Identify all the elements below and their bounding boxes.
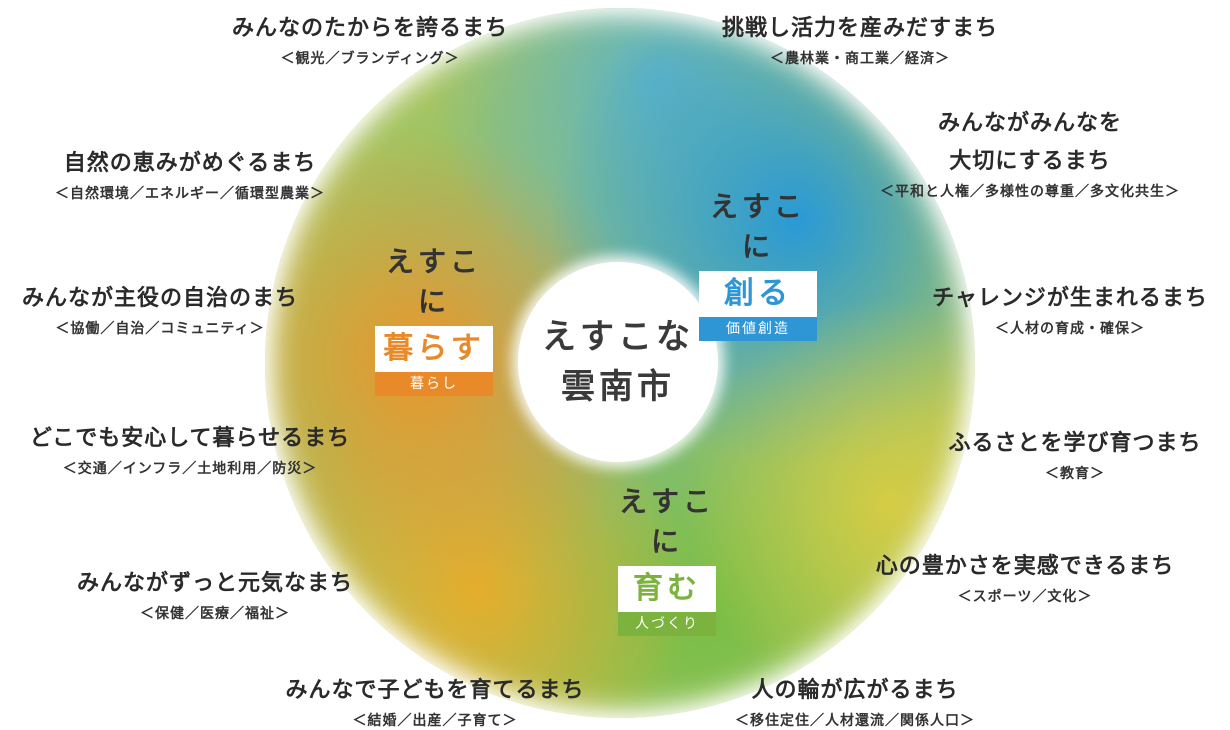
goal-subtitle: ＜観光／ブランディング＞ xyxy=(280,51,460,67)
goal-respect-everyone: みんながみんなを 大切にするまち ＜平和と人権／多様性の尊重／多文化共生＞ xyxy=(845,105,1215,201)
goal-subtitle: ＜移住定住／人材還流／関係人口＞ xyxy=(735,713,975,729)
goal-treasure: みんなのたからを誇るまち ＜観光／ブランディング＞ xyxy=(210,10,530,68)
goal-title: チャレンジが生まれるまち xyxy=(932,286,1208,311)
goal-subtitle: ＜人材の育成・確保＞ xyxy=(995,321,1145,337)
goal-subtitle: ＜スポーツ／文化＞ xyxy=(957,589,1093,605)
goal-subtitle: ＜協働／自治／コミュニティ＞ xyxy=(55,321,265,337)
goal-subtitle: ＜教育＞ xyxy=(1045,466,1105,482)
goal-challenge-vitality: 挑戦し活力を産みだすまち ＜農林業・商工業／経済＞ xyxy=(700,10,1020,68)
goal-health: みんながずっと元気なまち ＜保健／医療／福祉＞ xyxy=(55,565,375,623)
pillar-hagukumu-prefix: えすこに xyxy=(618,485,715,558)
pillar-hagukumu-subtitle: 人づくり xyxy=(618,612,716,636)
goal-subtitle: ＜結婚／出産／子育て＞ xyxy=(352,713,518,729)
goal-education: ふるさとを学び育つまち ＜教育＞ xyxy=(945,425,1205,483)
goal-title: みんなで子どもを育てるまち xyxy=(285,678,585,703)
goal-nature: 自然の恵みがめぐるまち ＜自然環境／エネルギー／循環型農業＞ xyxy=(10,145,370,203)
goal-title: みんながずっと元気なまち xyxy=(76,571,353,596)
pillar-kurasu-prefix: えすこに xyxy=(385,245,482,318)
goal-circle-of-people: 人の輪が広がるまち ＜移住定住／人材還流／関係人口＞ xyxy=(685,672,1025,730)
goal-title-line2: 大切にするまち xyxy=(949,149,1111,174)
goal-subtitle: ＜交通／インフラ／土地利用／防災＞ xyxy=(62,461,318,477)
center-title: えすこな 雲南市 xyxy=(518,262,718,462)
goal-title-line1: みんながみんなを xyxy=(937,111,1122,136)
pillar-kurasu: えすこに 暮らす 暮らし xyxy=(372,240,496,396)
goal-subtitle: ＜農林業・商工業／経済＞ xyxy=(770,51,950,67)
pillar-tsukuru: えすこに 創る 価値創造 xyxy=(696,185,820,341)
pillar-hagukumu: えすこに 育む 人づくり xyxy=(605,480,729,636)
pillar-kurasu-subtitle: 暮らし xyxy=(375,372,493,396)
goal-subtitle: ＜自然環境／エネルギー／循環型農業＞ xyxy=(55,186,325,202)
center-title-line1: えすこな xyxy=(542,317,694,357)
goal-safe-living: どこでも安心して暮らせるまち ＜交通／インフラ／土地利用／防災＞ xyxy=(15,420,365,478)
pillar-kurasu-title: 暮らす xyxy=(375,326,493,372)
goal-title: 挑戦し活力を産みだすまち xyxy=(721,16,998,41)
goal-challenge-born: チャレンジが生まれるまち ＜人材の育成・確保＞ xyxy=(915,280,1225,338)
pillar-hagukumu-title: 育む xyxy=(618,566,716,612)
goal-title: 自然の恵みがめぐるまち xyxy=(63,151,317,176)
goal-title: どこでも安心して暮らせるまち xyxy=(29,426,351,451)
goal-subtitle: ＜保健／医療／福祉＞ xyxy=(140,606,290,622)
pillar-tsukuru-subtitle: 価値創造 xyxy=(699,317,817,341)
center-title-line2: 雲南市 xyxy=(561,367,675,407)
goal-title: ふるさとを学び育つまち xyxy=(948,431,1202,456)
pillar-tsukuru-title: 創る xyxy=(699,271,817,317)
goal-self-governance: みんなが主役の自治のまち ＜協働／自治／コミュニティ＞ xyxy=(0,280,320,338)
goal-title: 心の豊かさを実感できるまち xyxy=(875,554,1175,579)
goal-subtitle: ＜平和と人権／多様性の尊重／多文化共生＞ xyxy=(880,184,1180,200)
goal-richness-of-heart: 心の豊かさを実感できるまち ＜スポーツ／文化＞ xyxy=(855,548,1195,606)
goal-raising-children: みんなで子どもを育てるまち ＜結婚／出産／子育て＞ xyxy=(270,672,600,730)
goal-title: 人の輪が広がるまち xyxy=(751,678,959,703)
goal-title: みんなが主役の自治のまち xyxy=(21,286,298,311)
pillar-tsukuru-prefix: えすこに xyxy=(709,190,806,263)
goal-title: みんなのたからを誇るまち xyxy=(231,16,508,41)
